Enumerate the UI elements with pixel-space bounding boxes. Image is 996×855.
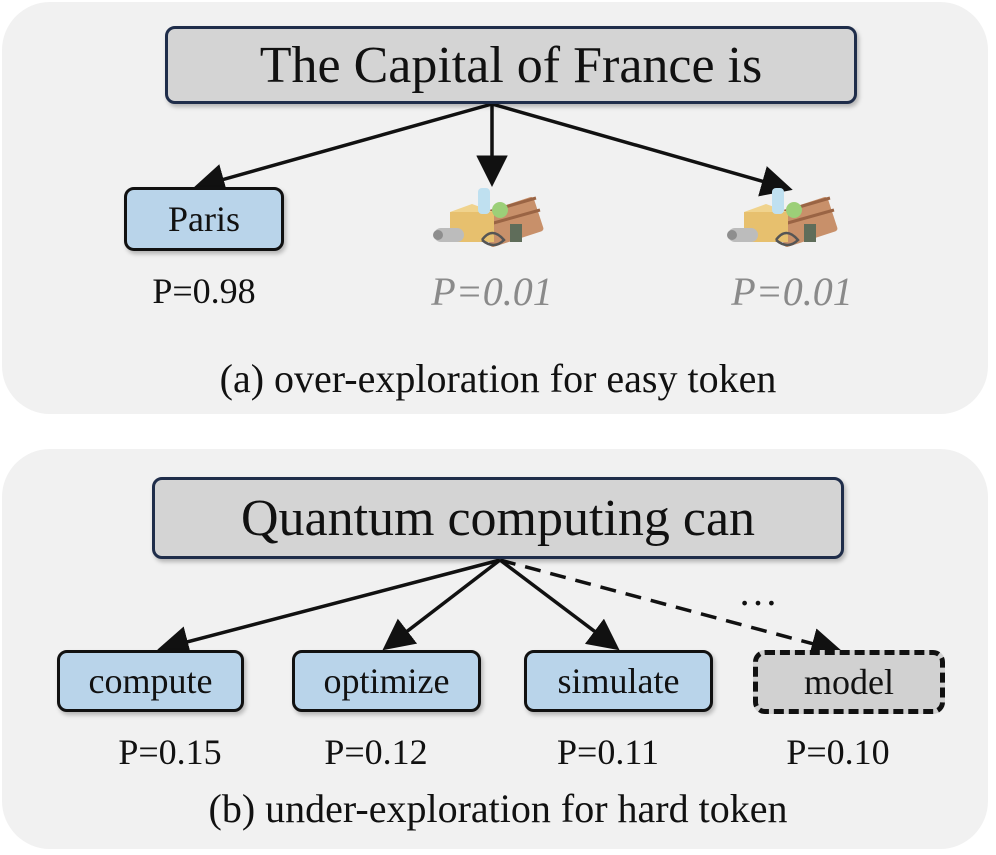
arrow-to-junk-2 [491, 102, 793, 197]
arrow-to-paris [193, 102, 493, 195]
caption-a: (a) over-exploration for easy token [219, 356, 777, 401]
token-label: Paris [168, 199, 240, 239]
prompt-text-b: Quantum computing can [240, 489, 756, 547]
ellipsis: … [738, 569, 782, 614]
token-label: model [804, 662, 894, 702]
prob-junk-2: P=0.01 [731, 269, 853, 314]
prob-compute: P=0.15 [118, 732, 222, 772]
arrow-to-simulate [498, 558, 620, 651]
prompt-box-a: The Capital of France is [165, 26, 857, 104]
token-label: optimize [323, 661, 450, 701]
arrow-to-compute [157, 558, 501, 658]
prob-paris: P=0.98 [152, 271, 256, 311]
prob-junk-1: P=0.01 [431, 269, 553, 314]
token-simulate: simulate [524, 650, 713, 712]
token-compute: compute [57, 650, 244, 712]
junk-pile-icon [433, 188, 544, 247]
token-label: simulate [557, 661, 680, 701]
junk-pile-icon [727, 188, 838, 247]
prompt-text-a: The Capital of France is [259, 36, 763, 94]
prompt-box-b: Quantum computing can [152, 477, 844, 559]
caption-b: (b) under-exploration for hard token [208, 786, 788, 831]
prob-optimize: P=0.12 [324, 732, 428, 772]
token-optimize: optimize [292, 650, 481, 712]
token-model: model [753, 650, 945, 714]
arrow-to-optimize [382, 558, 502, 651]
token-label: compute [88, 661, 213, 701]
token-paris: Paris [124, 187, 284, 251]
prob-simulate: P=0.11 [557, 732, 659, 772]
arrow-to-model [499, 558, 843, 659]
prob-model: P=0.10 [786, 732, 890, 772]
